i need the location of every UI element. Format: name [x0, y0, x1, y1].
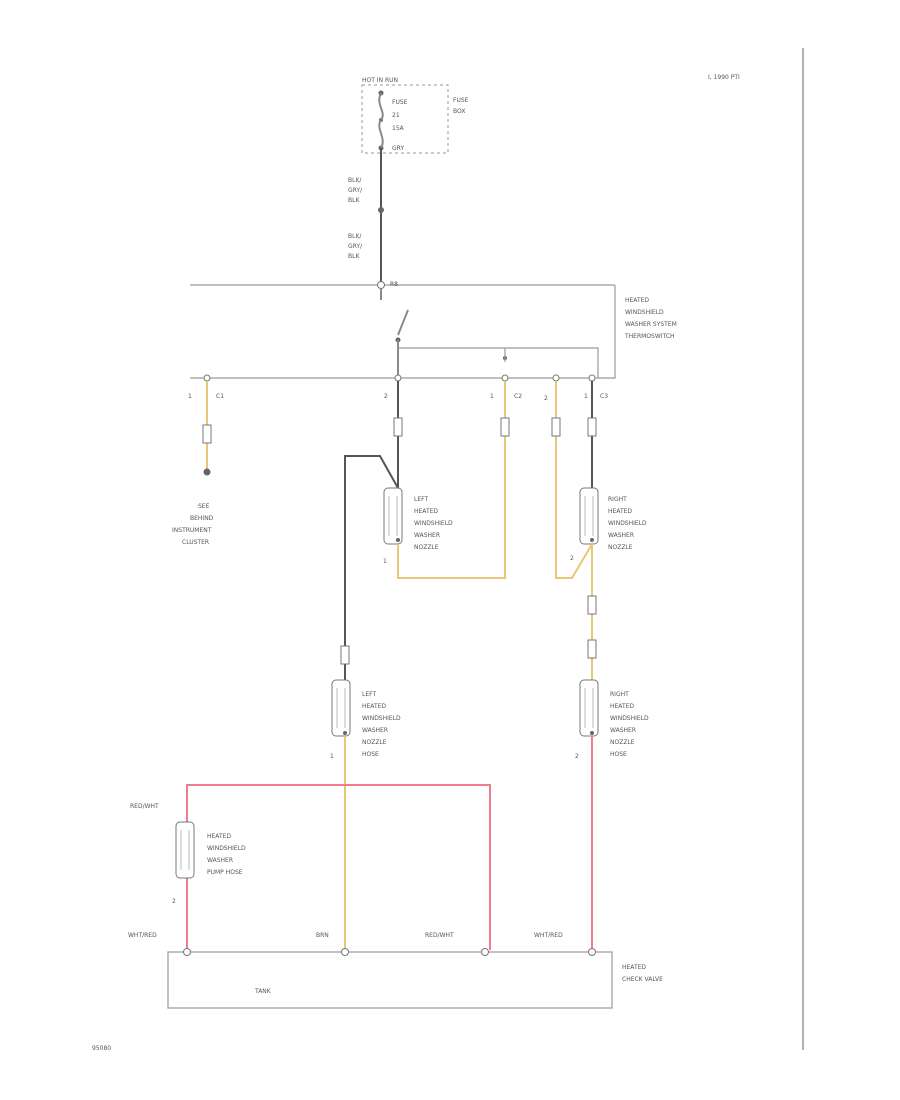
left-nozzle-line-5: NOZZLE — [414, 544, 439, 551]
diagram-ref: I, 1990 PTI — [708, 74, 740, 81]
pin-1c: 1 — [584, 393, 588, 400]
ground-line-4: CLUSTER — [182, 539, 209, 546]
pin-left-hose-1: 1 — [330, 753, 334, 760]
pump-hose-line-1: HEATED — [207, 833, 231, 840]
left-hose-line-6: HOSE — [362, 751, 379, 758]
pin-2b: 2 — [544, 395, 548, 402]
check-valve-line-2: CHECK VALVE — [622, 976, 663, 983]
wire-label-wht-red-right: WHT/RED — [534, 932, 563, 939]
thermoswitch-line-2: WINDSHIELD — [625, 309, 664, 316]
pump-hose-line-4: PUMP HOSE — [207, 869, 243, 876]
left-nozzle: 1 LEFT HEATED WINDSHIELD WASHER NOZZLE — [383, 487, 453, 565]
wire-label-upper-a-1: BLK/ — [348, 177, 362, 184]
wire-label-wht-red-left: WHT/RED — [128, 932, 157, 939]
right-hose-line-6: HOSE — [610, 751, 627, 758]
left-hose-line-2: HEATED — [362, 703, 386, 710]
left-hose-line-1: LEFT — [362, 691, 376, 698]
wire-label-upper-b-2: GRY/ — [348, 243, 363, 250]
wire-label-upper-a-2: GRY/ — [348, 187, 363, 194]
ground-line-2: BEHIND — [190, 515, 214, 522]
fuse-line-4: GRY — [392, 145, 404, 152]
tank-label: TANK — [254, 988, 272, 995]
pin-left-1: 1 — [383, 558, 387, 565]
fuse-line-2: 21 — [392, 112, 400, 119]
connector-c2: C2 — [514, 393, 522, 400]
pump-hose-line-2: WINDSHIELD — [207, 845, 246, 852]
right-hose: 2 RIGHT HEATED WINDSHIELD WASHER NOZZLE … — [575, 679, 649, 760]
fuse-line-3: 15A — [392, 125, 405, 132]
right-hose-line-4: WASHER — [610, 727, 636, 734]
wire-label-red-left: RED/WHT — [130, 803, 159, 810]
pin-right-hose-2: 2 — [575, 753, 579, 760]
left-nozzle-line-3: WINDSHIELD — [414, 520, 453, 527]
wire-label-brn: BRN — [316, 932, 329, 939]
fuse-line-1: FUSE — [392, 99, 408, 106]
footer-code: 95080 — [92, 1045, 111, 1052]
thermoswitch-line-3: WASHER SYSTEM — [625, 321, 677, 328]
pump-hose: 2 HEATED WINDSHIELD WASHER PUMP HOSE — [172, 821, 246, 905]
right-nozzle-line-1: RIGHT — [608, 496, 627, 503]
right-hose-line-1: RIGHT — [610, 691, 629, 698]
thermoswitch-line-1: HEATED — [625, 297, 649, 304]
ground-line-3: INSTRUMENT — [172, 527, 212, 534]
pump-hose-line-3: WASHER — [207, 857, 233, 864]
pin-2a: 2 — [384, 393, 388, 400]
connector-c1: C1 — [216, 393, 224, 400]
right-nozzle-line-4: WASHER — [608, 532, 634, 539]
pin-1a: 1 — [188, 393, 192, 400]
check-valve-line-1: HEATED — [622, 964, 646, 971]
right-nozzle-line-5: NOZZLE — [608, 544, 633, 551]
right-nozzle: 2 RIGHT HEATED WINDSHIELD WASHER NOZZLE — [570, 487, 647, 562]
left-hose-line-3: WINDSHIELD — [362, 715, 401, 722]
ground-line-1: SEE — [198, 503, 210, 510]
pin-1b: 1 — [490, 393, 494, 400]
wire-label-upper-b-3: BLK — [348, 253, 360, 260]
pin-right-2: 2 — [570, 555, 574, 562]
fuse-box: HOT IN RUN FUSE 21 15A GRY FUSE BOX — [361, 77, 469, 154]
wire-right-yellow-loop — [555, 381, 593, 680]
fuse-box-side-2: BOX — [453, 108, 465, 115]
left-hose-line-4: WASHER — [362, 727, 388, 734]
right-nozzle-line-3: WINDSHIELD — [608, 520, 647, 527]
check-valve-box: WHT/RED BRN RED/WHT WHT/RED TANK HEATED … — [128, 932, 663, 1009]
fuse-top-label: HOT IN RUN — [362, 77, 398, 84]
left-hose-line-5: NOZZLE — [362, 739, 387, 746]
wire-left-yellow-return — [397, 381, 506, 579]
wire-label-red-mid: RED/WHT — [425, 932, 454, 939]
left-hose: 1 LEFT HEATED WINDSHIELD WASHER NOZZLE H… — [330, 645, 401, 760]
wire-red-loop — [186, 784, 491, 950]
left-nozzle-line-1: LEFT — [414, 496, 428, 503]
connector-r8-label: R8 — [390, 281, 398, 288]
wire-label-upper-a-3: BLK — [348, 197, 360, 204]
right-hose-line-2: HEATED — [610, 703, 634, 710]
ground-lead: SEE BEHIND INSTRUMENT CLUSTER — [172, 381, 214, 546]
wire-left-gray-loop — [344, 455, 399, 690]
fuse-box-side-1: FUSE — [453, 97, 469, 104]
left-nozzle-line-2: HEATED — [414, 508, 438, 515]
connector-row: 1 C1 2 1 C2 2 1 C3 — [188, 374, 608, 402]
thermoswitch: HEATED WINDSHIELD WASHER SYSTEM THERMOSW… — [190, 285, 677, 379]
thermoswitch-line-4: THERMOSWITCH — [624, 333, 675, 340]
connector-c3: C3 — [600, 393, 608, 400]
pin-pump-2: 2 — [172, 898, 176, 905]
right-nozzle-line-2: HEATED — [608, 508, 632, 515]
right-hose-line-5: NOZZLE — [610, 739, 635, 746]
splice-dot — [378, 207, 384, 213]
left-nozzle-line-4: WASHER — [414, 532, 440, 539]
right-hose-line-3: WINDSHIELD — [610, 715, 649, 722]
wire-label-upper-b-1: BLK/ — [348, 233, 362, 240]
